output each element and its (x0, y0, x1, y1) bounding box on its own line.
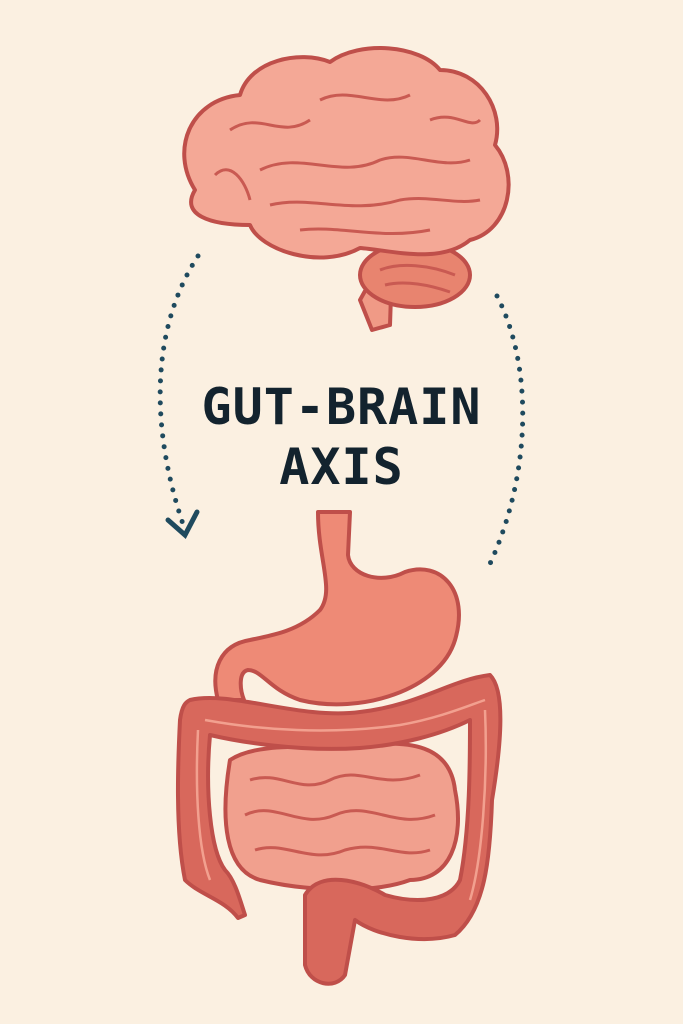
title-line-1: GUT-BRAIN (201, 378, 482, 436)
stomach-icon (213, 510, 461, 707)
brain-icon (182, 46, 511, 332)
dotted-arrow-down-icon (157, 253, 201, 539)
intestines-icon (175, 673, 503, 986)
title-line-2: AXIS (279, 438, 404, 496)
dotted-arrow-up-icon (485, 293, 526, 571)
